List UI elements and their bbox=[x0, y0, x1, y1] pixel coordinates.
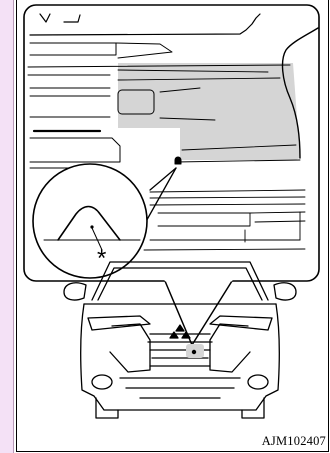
magnifier-circle bbox=[33, 164, 147, 278]
sensor-location-marker bbox=[175, 157, 181, 164]
callout-symbol: * bbox=[97, 247, 106, 271]
figure-code: AJM102407 bbox=[262, 434, 326, 449]
detail-panel bbox=[24, 5, 319, 281]
